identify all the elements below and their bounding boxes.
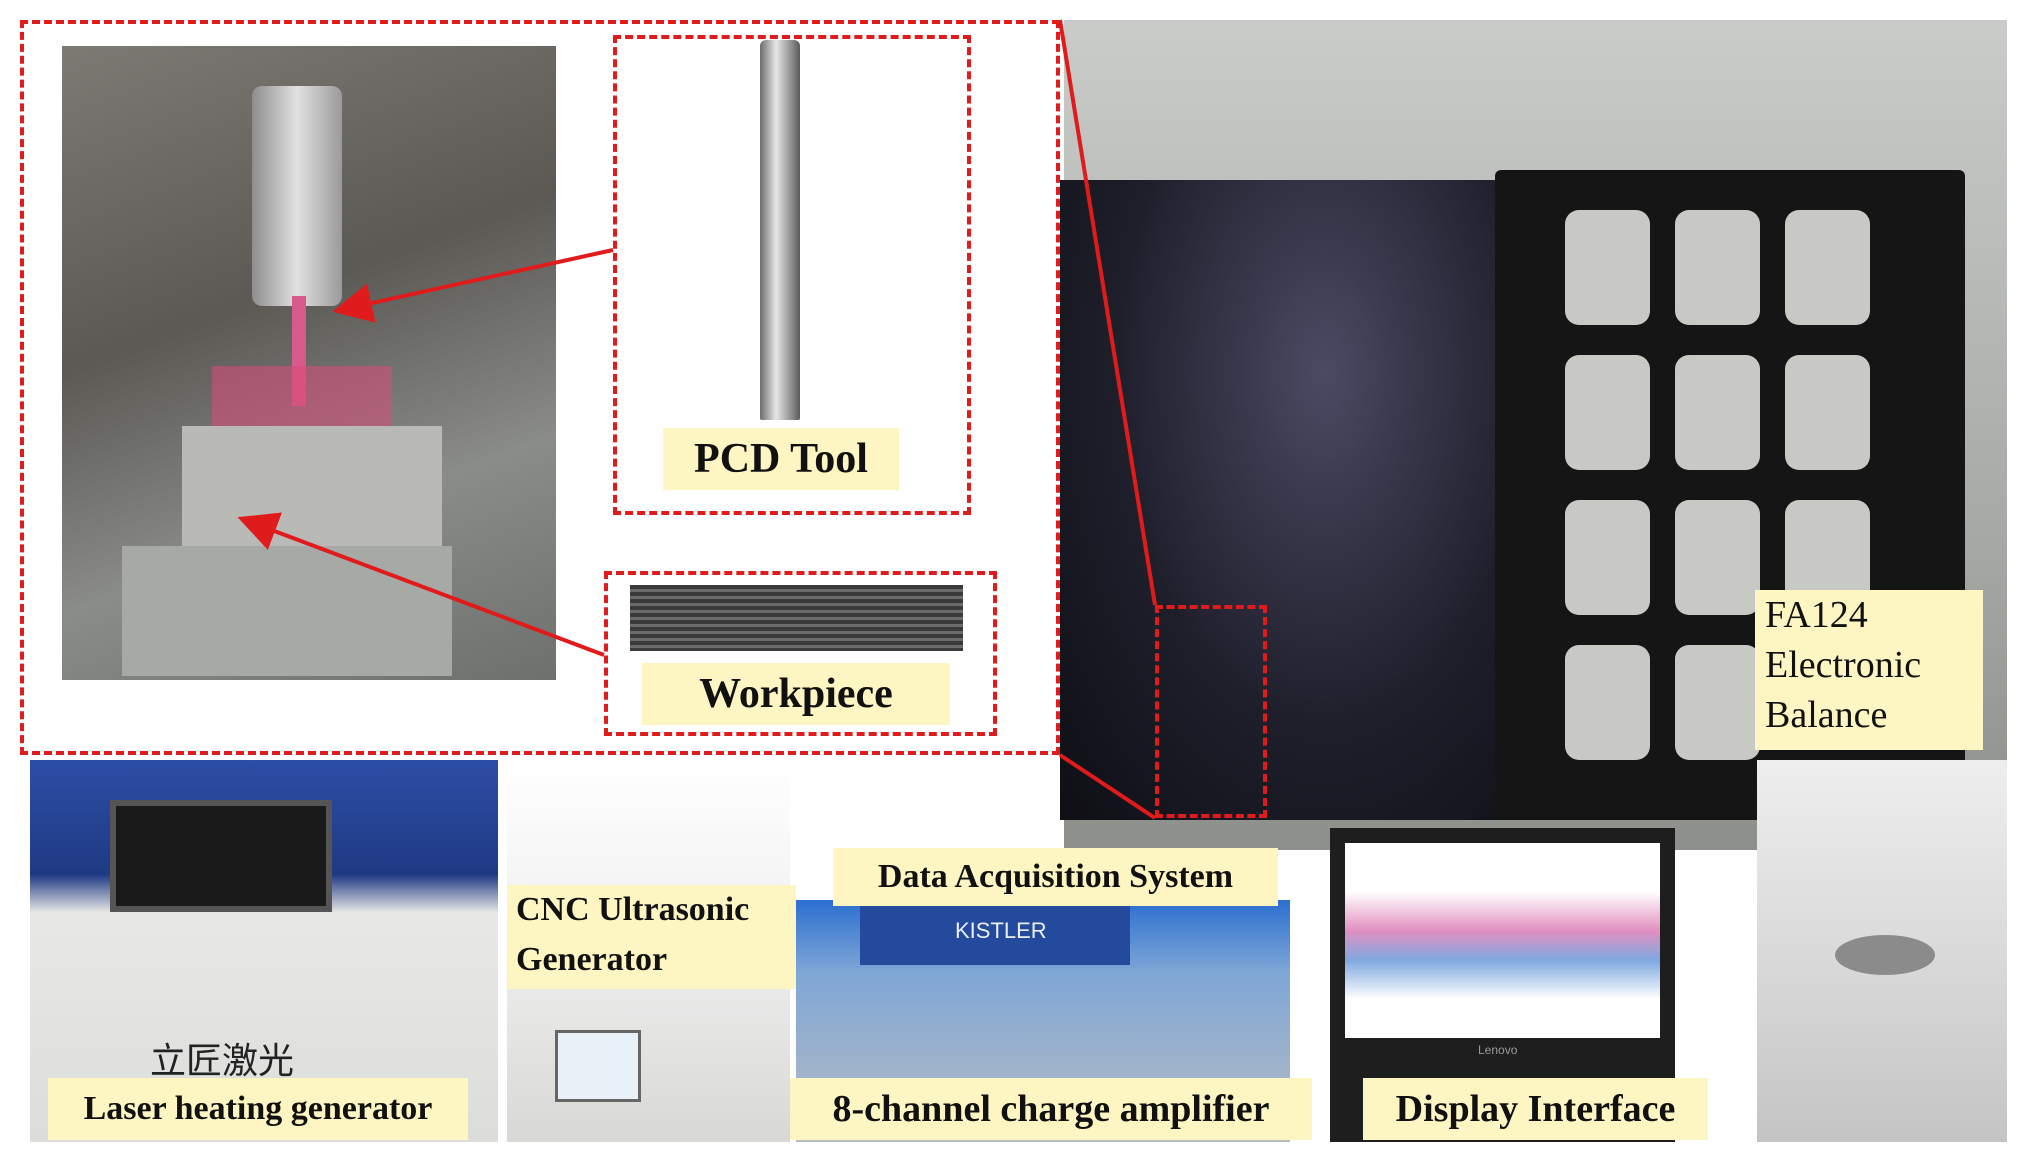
zoom-line-bottom (1058, 753, 1157, 820)
cnc-generator-screen (555, 1030, 641, 1102)
machining-closeup-photo (62, 46, 556, 680)
inset-dashed-frame (20, 20, 1060, 755)
workpiece-label: Workpiece (642, 663, 950, 725)
laser-brand-text: 立匠激光 (150, 1041, 295, 1082)
balance-label: FA124 Electronic Balance (1755, 590, 1983, 750)
data-acquisition-box (860, 905, 1130, 965)
workpiece-frame (604, 571, 997, 736)
balance-label-line3: Balance (1765, 694, 1888, 736)
laptop-screen (1345, 843, 1660, 1038)
laptop-brand-text: Lenovo (1478, 1043, 1518, 1057)
kistler-brand-text: KISTLER (955, 918, 1047, 943)
cnc-generator-label-line1: CNC Ultrasonic (516, 891, 750, 928)
display-interface-label: Display Interface (1363, 1078, 1708, 1140)
workpiece-photo (630, 585, 963, 651)
pcd-tool-photo (760, 40, 800, 420)
pcd-tool-frame (613, 35, 971, 515)
cnc-generator-label-line2: Generator (516, 941, 668, 978)
workzone-dashed-frame (1155, 605, 1267, 818)
balance-label-line2: Electronic (1765, 644, 1922, 686)
balance-label-line1: FA124 (1765, 594, 1868, 636)
pcd-tool-label: PCD Tool (663, 428, 899, 490)
machine-chamber (1060, 180, 1500, 820)
workpiece-arrow (237, 512, 605, 657)
charge-amplifier-label: 8-channel charge amplifier (790, 1078, 1312, 1140)
laser-generator-screen (110, 800, 332, 912)
data-acquisition-label: Data Acquisition System (833, 848, 1278, 906)
balance-dish (1835, 935, 1935, 975)
cnc-generator-label: CNC Ultrasonic Generator (508, 885, 796, 989)
laser-generator-label: Laser heating generator (48, 1078, 468, 1140)
zoom-line-top (1058, 19, 1157, 606)
tool-arrow (332, 248, 614, 323)
